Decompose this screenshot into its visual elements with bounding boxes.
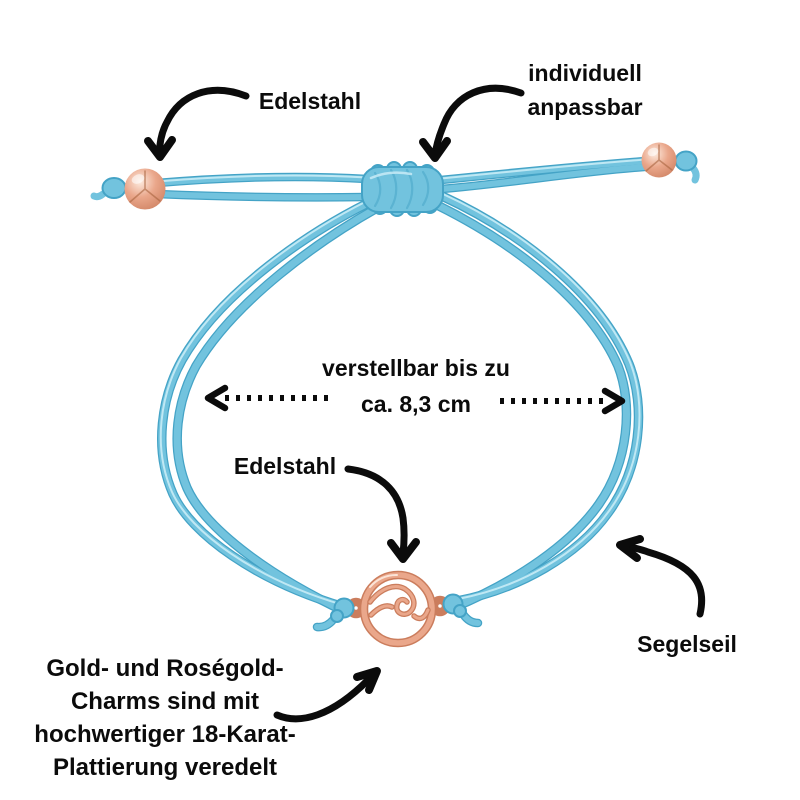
cord-strand <box>154 191 370 201</box>
label-bead-material: Edelstahl <box>258 88 362 114</box>
arrowhead-icon <box>419 137 451 162</box>
knot-highlight <box>369 171 413 180</box>
label-charm-material: Edelstahl <box>233 453 337 479</box>
arrowhead-icon <box>387 538 420 563</box>
cord-highlight <box>159 200 368 606</box>
cord-strand <box>438 158 649 183</box>
arrow-to-cord <box>623 542 706 618</box>
knot-tail <box>314 617 336 631</box>
bracelet-cord-loop <box>157 191 644 617</box>
bead-seam <box>129 170 161 203</box>
cord-strand <box>158 199 372 611</box>
cord-strand <box>438 192 643 605</box>
plating-note-line1: Gold- und Roségold- <box>46 655 284 682</box>
measure-arrows <box>204 384 626 415</box>
charm-cord-knot-right <box>442 593 483 628</box>
cord-end-knot <box>674 150 698 172</box>
arrowhead-icon <box>353 667 381 694</box>
plating-note-line2: Charms sind mit <box>70 688 260 715</box>
cord-highlight <box>440 158 647 180</box>
cord-strand <box>433 201 630 611</box>
label-range-line1: verstellbar bis zu <box>322 355 510 381</box>
sliding-knot <box>361 161 444 217</box>
label-adjustable-line1: individuell <box>528 60 642 86</box>
measure-arrowhead-right-icon <box>601 387 626 415</box>
plating-note-line4: Plattierung veredelt <box>52 754 278 781</box>
cord-strand <box>438 164 647 192</box>
cord-end-tail <box>90 190 107 201</box>
annotation-arrows <box>144 84 706 723</box>
label-range-line2: ca. 8,3 cm <box>361 391 471 417</box>
label-adjustable: individuell anpassbar <box>527 56 642 124</box>
label-cord-material: Segelseil <box>637 631 737 657</box>
arrow-to-left-bead <box>156 86 250 158</box>
cord-strand <box>154 173 370 186</box>
cord-end-tail <box>689 164 700 184</box>
knot-lump <box>453 604 467 618</box>
cord-end-knot-left <box>90 177 127 201</box>
arrowhead-icon <box>616 535 644 562</box>
bead-highlight <box>131 174 145 184</box>
bead-seam <box>645 144 673 172</box>
knot-lump <box>330 609 344 623</box>
wave-motif <box>367 583 431 622</box>
end-bead-left <box>124 168 166 210</box>
cord-highlight <box>156 174 368 183</box>
wave-base <box>369 604 394 617</box>
arrow-to-charm <box>344 465 408 558</box>
knot-ridge <box>421 170 430 207</box>
arrowhead-icon <box>144 136 176 161</box>
drawstring-cords <box>152 156 651 202</box>
charm-cord-knot-left <box>312 597 355 632</box>
charm-ring-highlight <box>369 573 398 588</box>
arrow-to-sliding-knot <box>431 84 525 159</box>
arrow-from-note-to-charm <box>273 676 372 723</box>
bead-highlight <box>647 147 659 157</box>
knot-body <box>361 166 444 213</box>
wave-charm <box>312 570 483 648</box>
cord-end-knot <box>101 177 127 199</box>
label-adjustable-line2: anpassbar <box>527 94 643 120</box>
cord-highlight <box>442 193 641 600</box>
cord-strand <box>173 204 381 616</box>
wave-crest <box>368 585 416 616</box>
cord-end-knot-right <box>674 150 700 184</box>
label-adjustable-range: verstellbar bis zu ca. 8,3 cm <box>322 350 510 422</box>
label-plating-note: Gold- und Roségold- Charms sind mit hoch… <box>34 652 295 784</box>
wave-trough <box>412 608 430 620</box>
measure-arrowhead-left-icon <box>204 384 229 412</box>
end-bead-right <box>641 142 677 178</box>
plating-note-line3: hochwertiger 18-Karat- <box>34 721 296 748</box>
